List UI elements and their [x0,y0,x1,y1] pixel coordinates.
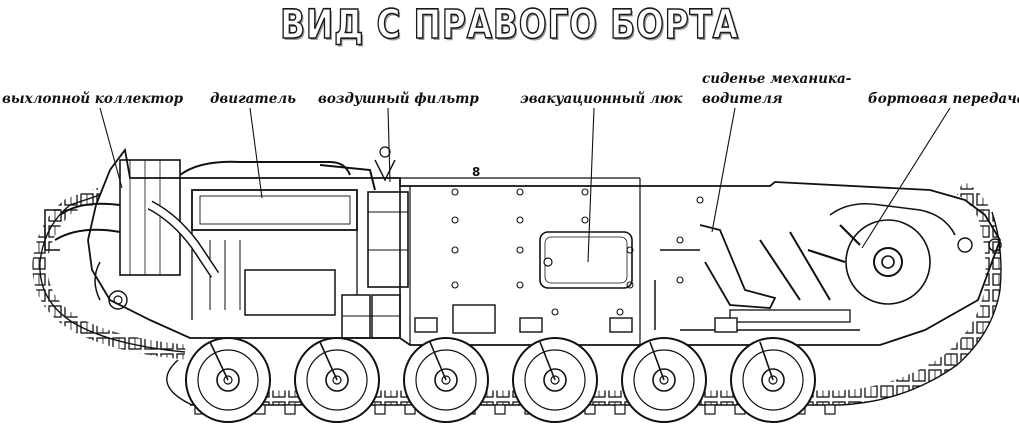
hull-marking: 8 [472,165,480,179]
label-driver-seat-line2: водителя [702,91,783,107]
label-escape-hatch: эвакуационный люк [520,91,683,107]
engine-block [191,189,358,231]
label-final-drive: бортовая передача [868,91,1019,107]
exhaust-manifold [119,159,181,276]
final-drive [807,202,1002,305]
escape-hatch [539,231,633,289]
engine-compartment [44,146,409,339]
diagram-title: ВИД С ПРАВОГО БОРТА [279,1,739,49]
label-engine: двигатель [210,91,297,107]
suspension-arms [209,341,774,381]
driver-seat [654,224,860,331]
label-air-filter: воздушный фильтр [318,91,479,107]
air-filter [367,191,409,288]
label-driver-seat-line1: сиденье механика- [702,71,852,87]
return-rollers [414,304,738,334]
label-exhaust-manifold: выхлопной коллектор [2,91,184,107]
